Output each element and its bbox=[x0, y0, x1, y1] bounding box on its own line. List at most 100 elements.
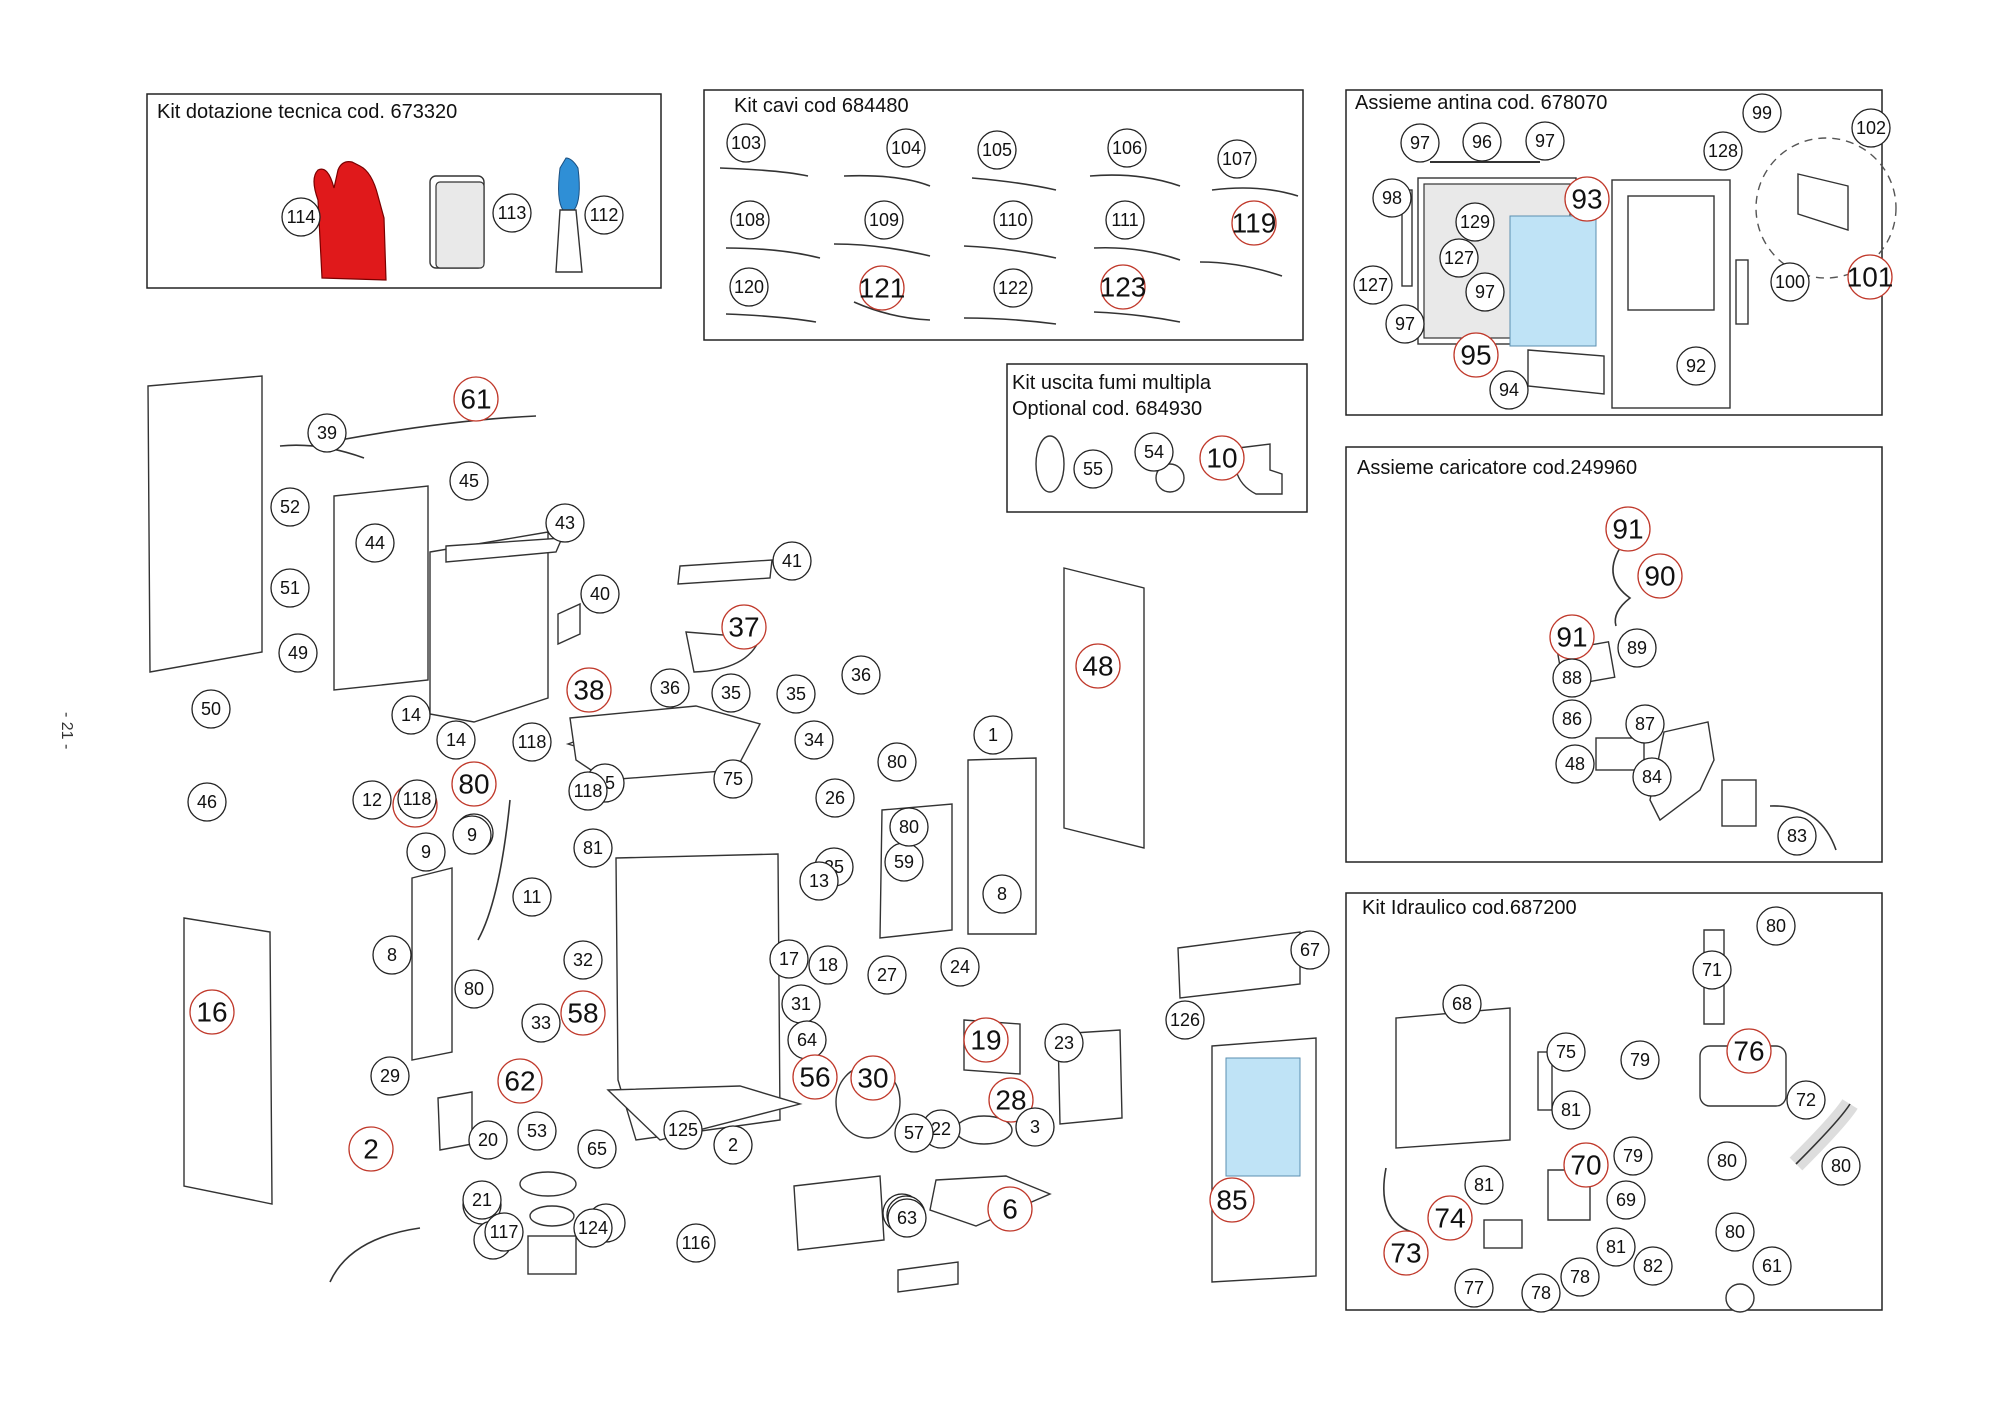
callout-11: 11 bbox=[512, 877, 552, 917]
callout-circle bbox=[560, 990, 606, 1036]
callout-10: 10 bbox=[1199, 435, 1245, 481]
callout-circle bbox=[1596, 1227, 1636, 1267]
callout-circle bbox=[889, 807, 929, 847]
callout-90: 90 bbox=[1637, 553, 1683, 599]
callout-label: 63 bbox=[897, 1208, 917, 1228]
callout-32: 32 bbox=[563, 940, 603, 980]
callout-100: 100 bbox=[1770, 262, 1810, 302]
callout-circle bbox=[1786, 1080, 1826, 1120]
antina-door-assembly bbox=[1401, 137, 1897, 409]
callout-label: 69 bbox=[1616, 1190, 1636, 1210]
callout-label: 46 bbox=[197, 792, 217, 812]
callout-label: 87 bbox=[1635, 714, 1655, 734]
callout-circle bbox=[1107, 128, 1147, 168]
callout-74: 74 bbox=[1427, 1195, 1473, 1241]
callout-circle bbox=[270, 568, 310, 608]
callout-101: 101 bbox=[1847, 254, 1893, 300]
callout-circle bbox=[1551, 1090, 1591, 1130]
callout-43: 43 bbox=[545, 503, 585, 543]
callout-57: 57 bbox=[894, 1113, 934, 1153]
callout-label: 81 bbox=[583, 838, 603, 858]
callout-label: 80 bbox=[464, 979, 484, 999]
callout-label: 71 bbox=[1702, 960, 1722, 980]
callout-98: 98 bbox=[1372, 178, 1412, 218]
callout-80: 80 bbox=[889, 807, 929, 847]
callout-label: 100 bbox=[1775, 272, 1805, 292]
callout-label: 24 bbox=[950, 957, 970, 977]
callout-label: 85 bbox=[1216, 1185, 1247, 1216]
callout-label: 97 bbox=[1535, 131, 1555, 151]
callout-label: 120 bbox=[734, 277, 764, 297]
callout-circle bbox=[1353, 265, 1393, 305]
callout-85: 85 bbox=[1209, 1177, 1255, 1223]
callout-81: 81 bbox=[1596, 1227, 1636, 1267]
callout-label: 53 bbox=[527, 1121, 547, 1141]
callout-circle bbox=[1692, 950, 1732, 990]
callout-circle bbox=[1613, 1136, 1653, 1176]
callout-label: 14 bbox=[401, 705, 421, 725]
kit-idraulico-box bbox=[1345, 892, 1883, 1311]
callout-104: 104 bbox=[886, 128, 926, 168]
callout-circle bbox=[563, 940, 603, 980]
callout-3: 3 bbox=[1015, 1107, 1055, 1147]
callout-label: 118 bbox=[574, 781, 603, 801]
callout-99: 99 bbox=[1742, 93, 1782, 133]
callout-label: 106 bbox=[1112, 138, 1142, 158]
callout-119: 119 bbox=[1231, 200, 1277, 246]
callout-label: 11 bbox=[523, 887, 542, 907]
callout-circle bbox=[1676, 346, 1716, 386]
callout-108: 108 bbox=[730, 200, 770, 240]
callout-21: 21 bbox=[462, 1180, 502, 1220]
callout-93: 93 bbox=[1564, 176, 1610, 222]
callout-label: 68 bbox=[1452, 994, 1472, 1014]
callout-label: 84 bbox=[1642, 767, 1662, 787]
callout-label: 54 bbox=[1144, 442, 1164, 462]
callout-circle bbox=[1521, 1273, 1561, 1313]
callout-circle bbox=[462, 1180, 502, 1220]
callout-label: 79 bbox=[1630, 1050, 1650, 1070]
callout-circle bbox=[573, 1208, 613, 1248]
callout-97: 97 bbox=[1525, 121, 1565, 161]
callout-55: 55 bbox=[1073, 449, 1113, 489]
callout-48: 48 bbox=[1075, 643, 1121, 689]
callout-30: 30 bbox=[850, 1055, 896, 1101]
callout-circle bbox=[886, 128, 926, 168]
callout-label: 6 bbox=[1002, 1194, 1018, 1225]
callout-label: 9 bbox=[421, 842, 431, 862]
callout-69: 69 bbox=[1606, 1180, 1646, 1220]
callout-circle bbox=[1073, 449, 1113, 489]
callout-circle bbox=[573, 828, 613, 868]
callout-circle bbox=[1455, 202, 1495, 242]
callout-label: 99 bbox=[1752, 103, 1772, 123]
callout-circle bbox=[808, 945, 848, 985]
callout-83: 83 bbox=[1777, 816, 1817, 856]
callout-label: 79 bbox=[1623, 1146, 1643, 1166]
callout-label: 80 bbox=[1717, 1151, 1737, 1171]
callout-113: 113 bbox=[492, 193, 532, 233]
callout-89: 89 bbox=[1617, 628, 1657, 668]
callout-label: 19 bbox=[970, 1025, 1001, 1056]
callout-97: 97 bbox=[1400, 123, 1440, 163]
callout-49: 49 bbox=[278, 633, 318, 673]
callout-112: 112 bbox=[584, 195, 624, 235]
callout-label: 75 bbox=[723, 769, 743, 789]
callout-2: 2 bbox=[713, 1125, 753, 1165]
kit-cavi-title: Kit cavi cod 684480 bbox=[734, 95, 909, 117]
callout-label: 35 bbox=[721, 683, 741, 703]
callout-35: 35 bbox=[776, 674, 816, 714]
callout-circle bbox=[355, 523, 395, 563]
callout-circle bbox=[452, 815, 492, 855]
callout-label: 72 bbox=[1796, 1090, 1816, 1110]
callout-8: 8 bbox=[372, 935, 412, 975]
callout-label: 80 bbox=[899, 817, 919, 837]
callout-label: 51 bbox=[280, 578, 300, 598]
callout-56: 56 bbox=[792, 1054, 838, 1100]
callout-label: 21 bbox=[472, 1190, 492, 1210]
callout-78: 78 bbox=[1560, 1257, 1600, 1297]
callout-circle bbox=[449, 461, 489, 501]
callout-circle bbox=[1821, 1146, 1861, 1186]
callout-circle bbox=[1400, 123, 1440, 163]
callout-76: 76 bbox=[1726, 1028, 1772, 1074]
